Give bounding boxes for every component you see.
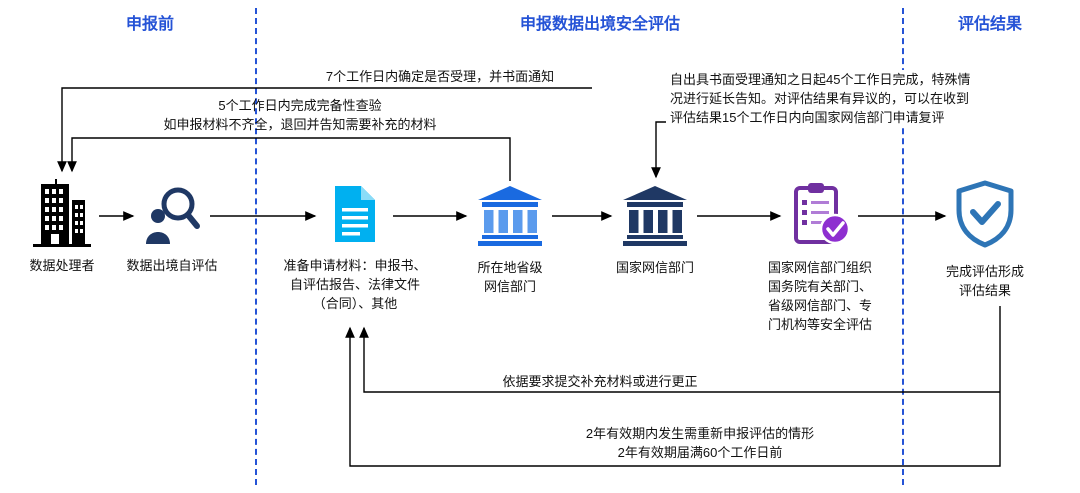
bank-icon-national — [619, 184, 691, 251]
check-5days-line — [67, 137, 511, 181]
bank-icon-provincial — [474, 184, 546, 251]
annotation-45days-line3: 评估结果15个工作日内向国家网信部门申请复评 — [670, 110, 945, 125]
label-prepare-materials: 准备申请材料：申报书、 自评估报告、法律文件 （合同）、其他 — [283, 258, 427, 311]
phase-title-result: 评估结果 — [957, 16, 1022, 33]
building-icon — [30, 178, 94, 255]
annotation-renewal: 2年有效期内发生需重新申报评估的情形 2年有效期届满60个工作日前 — [400, 424, 1000, 462]
supplement-line — [359, 326, 1000, 393]
phase-title-assessment: 申报数据出境安全评估 — [519, 16, 680, 33]
phase-title-pre-declaration: 申报前 — [125, 16, 174, 33]
annotation-45days-line1: 自出具书面受理通知之日起45个工作日完成，特殊情 — [670, 72, 971, 87]
annotation-check-5days-line2: 如申报材料不齐全，退回并告知需要补充的材料 — [163, 117, 437, 132]
clipboard-check-icon — [788, 180, 852, 253]
annotation-45days-line2: 况进行延长告知。对评估结果有异议的，可以在收到 — [670, 91, 970, 106]
magnifier-person-icon — [140, 182, 204, 251]
label-provincial-cac: 所在地省级 网信部门 — [477, 260, 543, 294]
annotation-renewal-line2: 2年有效期届满60个工作日前 — [617, 445, 783, 460]
label-assessment-result: 完成评估形成 评估结果 — [945, 264, 1024, 298]
renewal-line — [345, 306, 1001, 467]
annotation-45days: 自出具书面受理通知之日起45个工作日完成，特殊情 况进行延长告知。对评估结果有异… — [668, 70, 1020, 127]
label-self-assessment: 数据出境自评估 — [126, 258, 218, 273]
phase-separator-right — [902, 8, 904, 485]
label-data-processor: 数据处理者 — [29, 258, 95, 273]
accept-7days-line — [57, 87, 592, 173]
annotation-check-5days: 5个工作日内完成完备性查验 如申报材料不齐全，退回并告知需要补充的材料 — [60, 96, 540, 134]
label-organized-assessment: 国家网信部门组织 国务院有关部门、 省级网信部门、专 门机构等安全评估 — [767, 260, 872, 332]
document-icon — [323, 182, 387, 251]
annotation-check-5days-line1: 5个工作日内完成完备性查验 — [218, 98, 382, 113]
annotation-supplement: 依据要求提交补充材料或进行更正 — [502, 374, 698, 389]
label-national-cac: 国家网信部门 — [615, 260, 694, 275]
shield-check-icon — [953, 180, 1017, 253]
annotation-renewal-line1: 2年有效期内发生需重新申报评估的情形 — [585, 426, 815, 441]
phase-separator-left — [255, 8, 257, 485]
days45-line — [651, 121, 666, 179]
annotation-accept-7days: 7个工作日内确定是否受理，并书面通知 — [325, 69, 555, 84]
